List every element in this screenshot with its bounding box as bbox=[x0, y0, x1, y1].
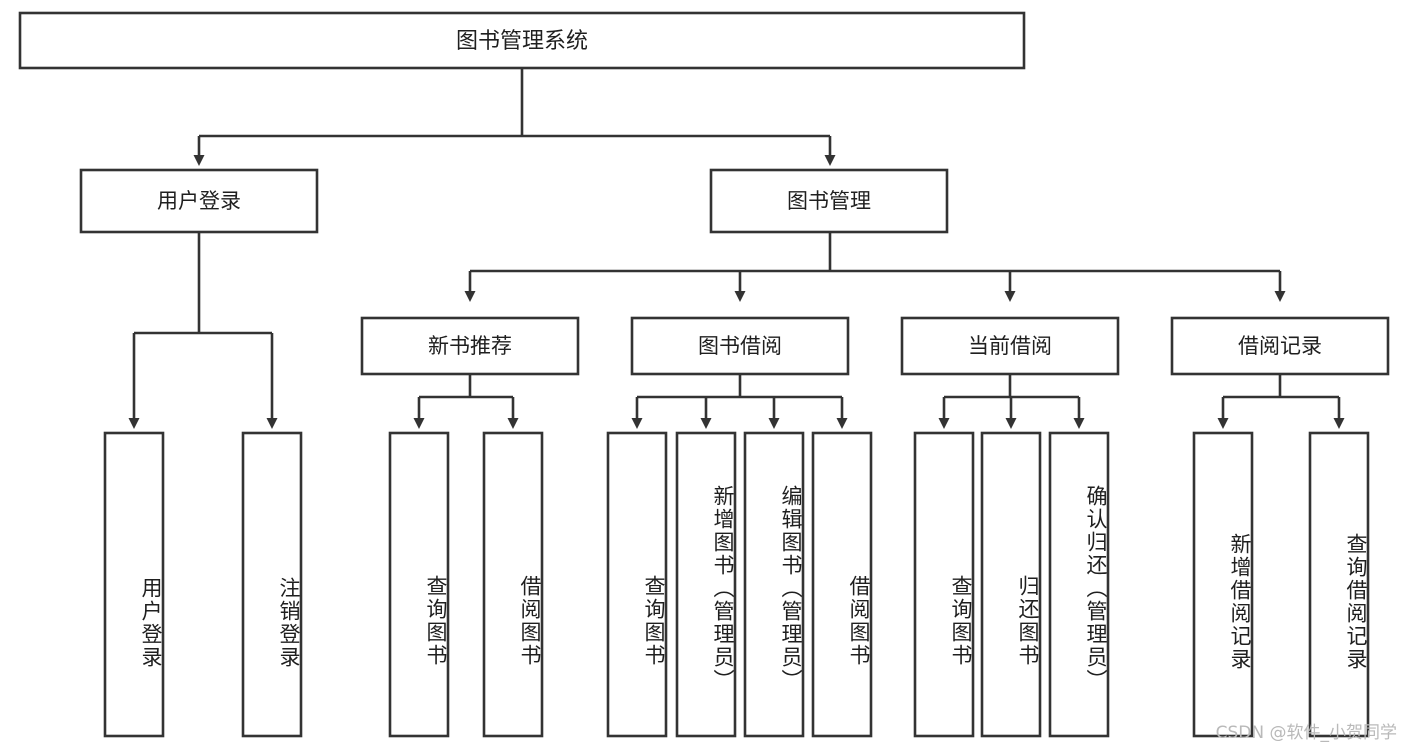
leaf-confirm-return-box[interactable] bbox=[1048, 431, 1110, 738]
leaf-query-book-2-box[interactable] bbox=[606, 431, 668, 738]
leaf-boxes bbox=[103, 431, 1370, 738]
node-user-login[interactable]: 用户登录 bbox=[79, 168, 319, 234]
node-borrow-record-label: 借阅记录 bbox=[1238, 334, 1322, 358]
node-current-borrow[interactable]: 当前借阅 bbox=[900, 316, 1120, 376]
node-current-borrow-box[interactable] bbox=[900, 316, 1120, 376]
edges-current-borrow-to-leaves bbox=[938, 374, 1085, 429]
edges-new-book-recommend-to-leaves bbox=[413, 374, 519, 429]
node-root[interactable]: 图书管理系统 bbox=[18, 11, 1026, 70]
leaf-borrow-book-1-box[interactable] bbox=[482, 431, 544, 738]
node-book-borrow[interactable]: 图书借阅 bbox=[630, 316, 850, 376]
node-borrow-record[interactable]: 借阅记录 bbox=[1170, 316, 1390, 376]
edges-user-login-to-leaves bbox=[128, 232, 278, 429]
leaf-query-book-3-box[interactable] bbox=[913, 431, 975, 738]
csdn-watermark: CSDN @软件_小贺同学 bbox=[1215, 723, 1397, 743]
leaf-user-login-box[interactable] bbox=[103, 431, 165, 738]
leaf-edit-book-box[interactable] bbox=[743, 431, 805, 738]
node-new-book-recommend[interactable]: 新书推荐 bbox=[360, 316, 580, 376]
node-root-label: 图书管理系统 bbox=[456, 29, 588, 54]
edges-book-management-to-level3 bbox=[464, 232, 1286, 302]
edges-book-borrow-to-leaves bbox=[631, 374, 848, 429]
edges-root-to-level2 bbox=[193, 68, 836, 166]
leaf-query-record-box[interactable] bbox=[1308, 431, 1370, 738]
node-current-borrow-label: 当前借阅 bbox=[968, 334, 1052, 358]
leaf-logout-login-box[interactable] bbox=[241, 431, 303, 738]
leaf-return-book-box[interactable] bbox=[980, 431, 1042, 738]
node-new-book-recommend-box[interactable] bbox=[360, 316, 580, 376]
leaf-add-record-box[interactable] bbox=[1192, 431, 1254, 738]
node-borrow-record-box[interactable] bbox=[1170, 316, 1390, 376]
node-book-management[interactable]: 图书管理 bbox=[709, 168, 949, 234]
node-book-management-box[interactable] bbox=[709, 168, 949, 234]
node-book-borrow-label: 图书借阅 bbox=[698, 334, 782, 358]
leaf-add-book-box[interactable] bbox=[675, 431, 737, 738]
leaf-query-book-1-box[interactable] bbox=[388, 431, 450, 738]
node-root-box[interactable] bbox=[18, 11, 1026, 70]
edges-borrow-record-to-leaves bbox=[1217, 374, 1345, 429]
leaf-borrow-book-2-box[interactable] bbox=[811, 431, 873, 738]
node-book-borrow-box[interactable] bbox=[630, 316, 850, 376]
node-book-management-label: 图书管理 bbox=[787, 189, 871, 213]
node-user-login-box[interactable] bbox=[79, 168, 319, 234]
node-user-login-label: 用户登录 bbox=[157, 189, 241, 213]
node-new-book-recommend-label: 新书推荐 bbox=[428, 334, 512, 358]
